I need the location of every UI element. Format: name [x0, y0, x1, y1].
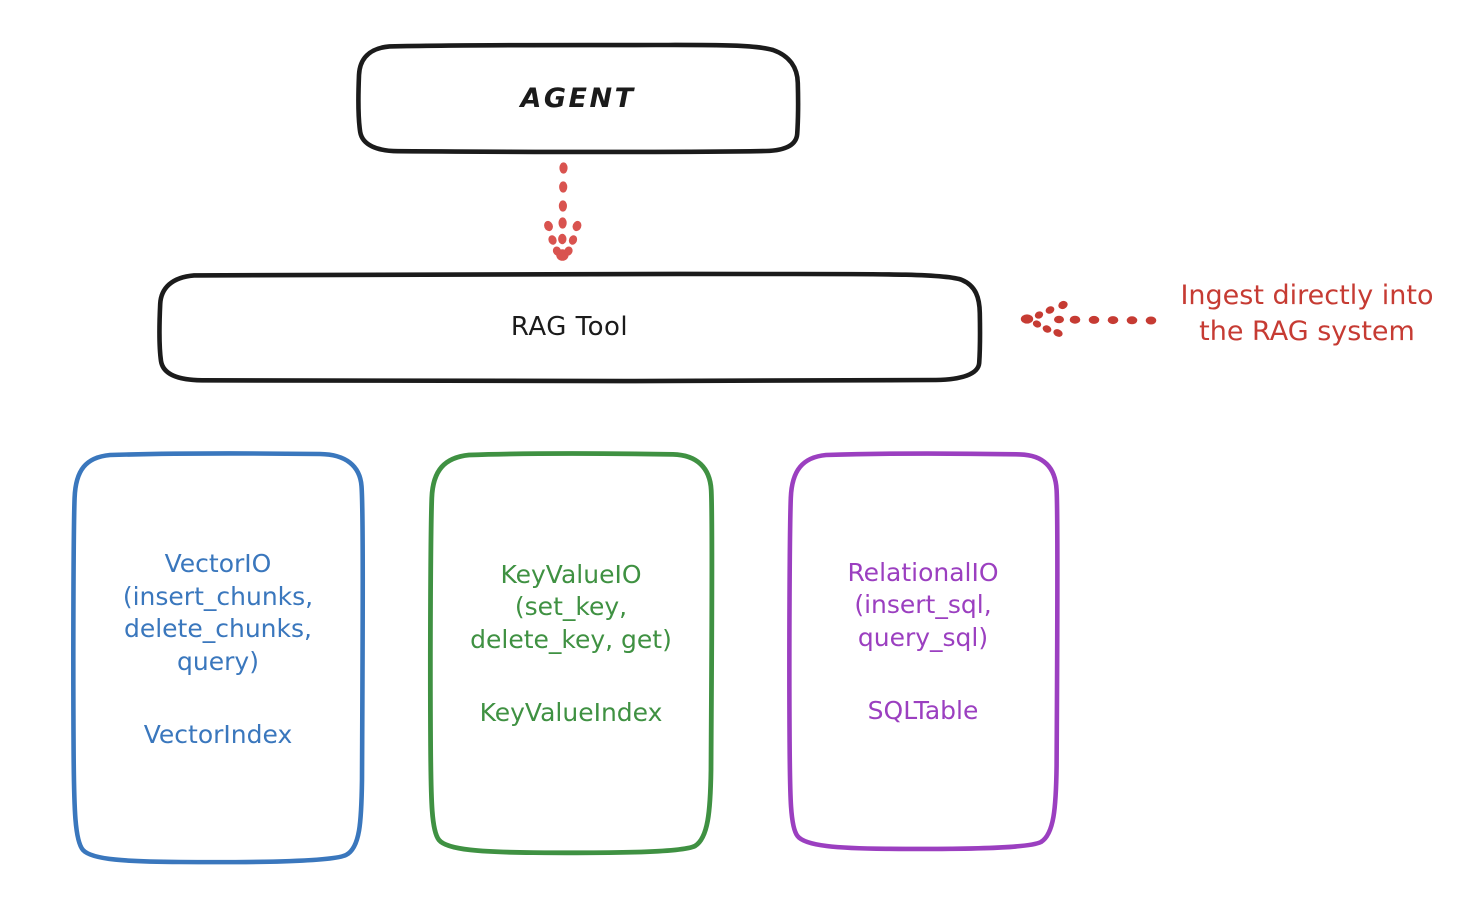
ingest-arrow	[1020, 300, 1157, 337]
relational-io-content: RelationalIO (insert_sql, query_sql) SQL…	[798, 557, 1048, 726]
vector-io-title: VectorIO (insert_chunks, delete_chunks, …	[122, 549, 314, 676]
vector-io-content: VectorIO (insert_chunks, delete_chunks, …	[82, 548, 354, 749]
key-value-io-node[interactable]: KeyValueIO (set_key, delete_key, get) Ke…	[427, 450, 715, 856]
key-value-io-content: KeyValueIO (set_key, delete_key, get) Ke…	[439, 559, 703, 728]
ingest-annotation: Ingest directly into the RAG system	[1180, 280, 1434, 347]
agent-node[interactable]: AGENT	[355, 42, 801, 155]
relational-io-title: RelationalIO (insert_sql, query_sql)	[847, 557, 999, 652]
rag-tool-node[interactable]: RAG Tool	[156, 271, 983, 384]
rag-tool-label: RAG Tool	[510, 312, 629, 342]
relational-io-node[interactable]: RelationalIO (insert_sql, query_sql) SQL…	[786, 450, 1060, 852]
vector-io-node[interactable]: VectorIO (insert_chunks, delete_chunks, …	[70, 450, 366, 867]
sql-table-label: SQLTable	[867, 696, 979, 726]
vector-index-label: VectorIndex	[143, 720, 293, 749]
agent-label: AGENT	[520, 82, 636, 114]
agent-to-rag-arrow	[544, 162, 582, 261]
key-value-io-title: KeyValueIO (set_key, delete_key, get)	[470, 559, 672, 654]
key-value-index-label: KeyValueIndex	[479, 698, 663, 728]
